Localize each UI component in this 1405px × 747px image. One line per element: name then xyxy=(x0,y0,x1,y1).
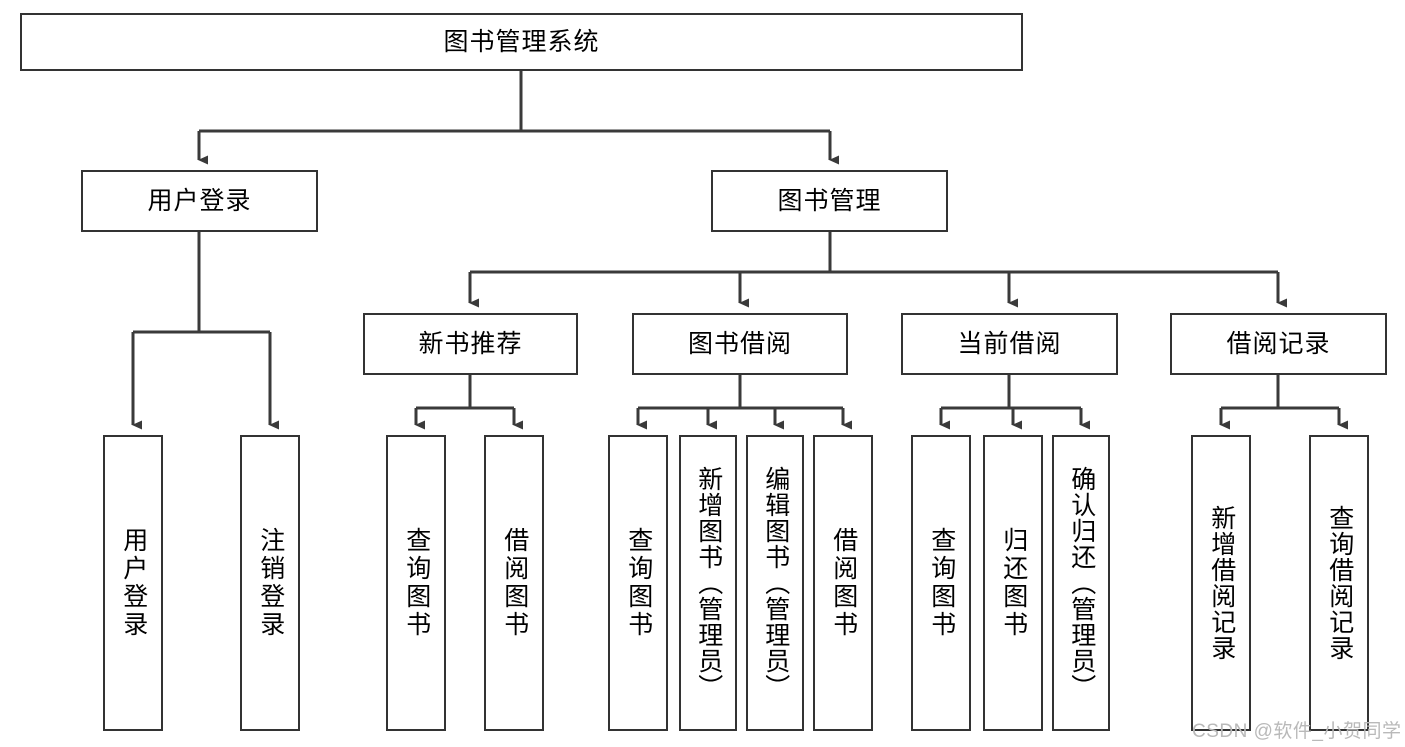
node-borrow-record[interactable]: 借阅记录 xyxy=(1170,313,1387,375)
leaf-logout[interactable]: 注销登录 xyxy=(240,435,300,731)
leaf-borrow-book[interactable]: 借阅图书 xyxy=(813,435,873,731)
leaf-user-login[interactable]: 用户登录 xyxy=(103,435,163,731)
leaf-add-borrow-record[interactable]: 新增借阅记录 xyxy=(1191,435,1251,731)
node-book-borrow[interactable]: 图书借阅 xyxy=(632,313,848,375)
leaf-query-borrow-record[interactable]: 查询借阅记录 xyxy=(1309,435,1369,731)
leaf-add-book-admin[interactable]: 新增图书（管理员） xyxy=(679,435,737,731)
leaf-query-book-recommend[interactable]: 查询图书 xyxy=(386,435,446,731)
leaf-query-book-borrow[interactable]: 查询图书 xyxy=(608,435,668,731)
node-user-login[interactable]: 用户登录 xyxy=(81,170,318,232)
csdn-watermark: CSDN @软件_小贺同学 xyxy=(1192,721,1402,742)
leaf-query-book-current[interactable]: 查询图书 xyxy=(911,435,971,731)
node-root-system[interactable]: 图书管理系统 xyxy=(20,13,1023,71)
leaf-borrow-book-recommend[interactable]: 借阅图书 xyxy=(484,435,544,731)
leaf-confirm-return-admin[interactable]: 确认归还（管理员） xyxy=(1052,435,1110,731)
node-book-management[interactable]: 图书管理 xyxy=(711,170,948,232)
leaf-edit-book-admin[interactable]: 编辑图书（管理员） xyxy=(746,435,804,731)
leaf-return-book[interactable]: 归还图书 xyxy=(983,435,1043,731)
node-new-book-recommend[interactable]: 新书推荐 xyxy=(363,313,578,375)
node-current-borrow[interactable]: 当前借阅 xyxy=(901,313,1118,375)
